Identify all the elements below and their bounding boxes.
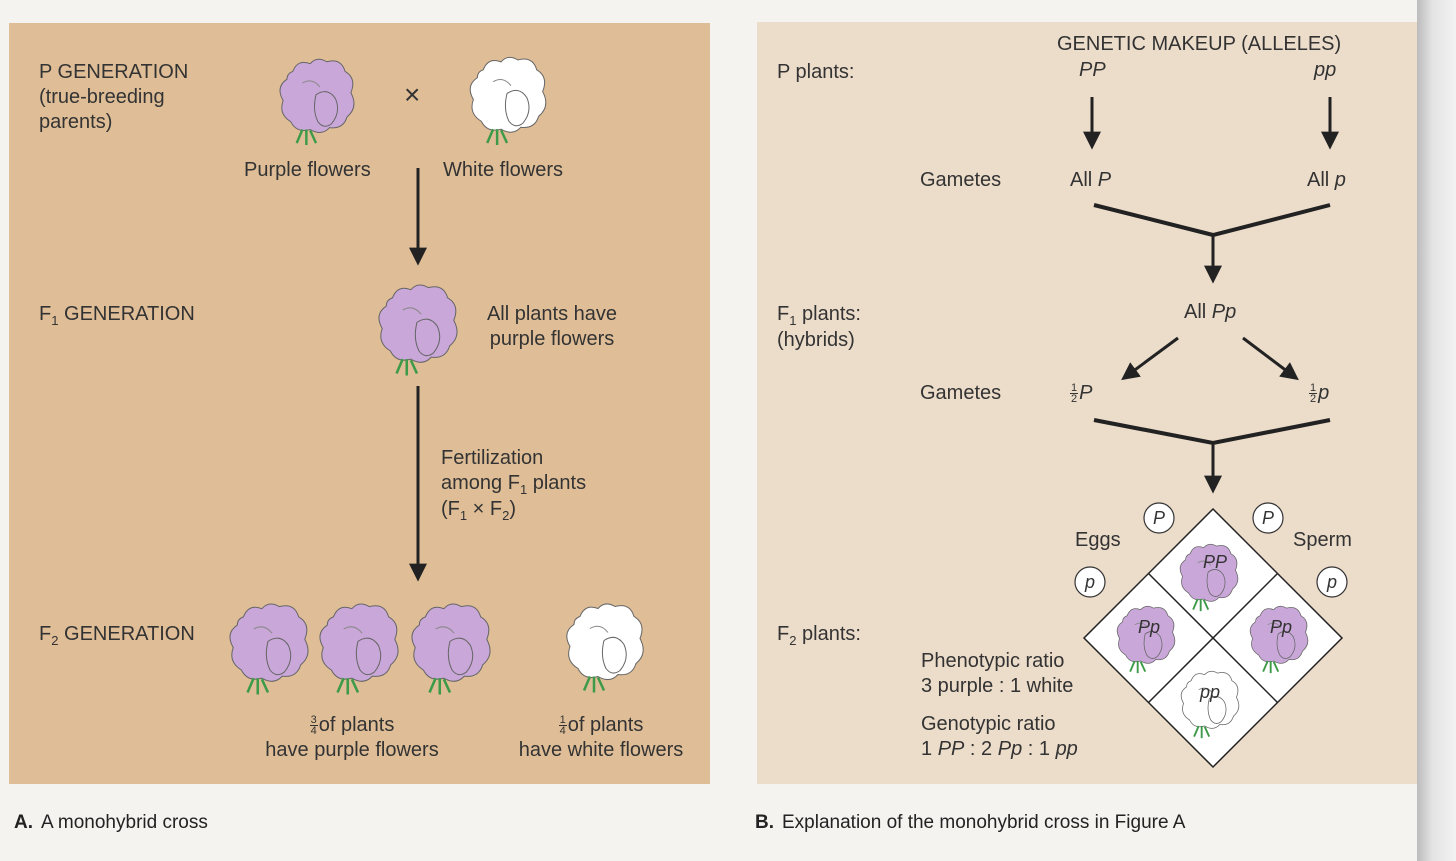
page-edge	[1417, 0, 1456, 861]
merge-lines-2	[1093, 418, 1331, 446]
merge-lines-1	[1093, 203, 1331, 238]
svg-text:P: P	[1262, 508, 1274, 528]
f2-white-flower-icon	[560, 598, 650, 694]
punnett-cell-bottom: pp	[1200, 682, 1221, 702]
punnett-cell-right: Pp	[1270, 617, 1293, 637]
purple-flower-icon	[272, 54, 362, 146]
f2-generation-label: F2 GENERATION	[39, 623, 195, 648]
genotypic-ratio: Genotypic ratio 1 PP : 2 Pp : 1 pp	[921, 713, 1078, 760]
egg-recessive-circle	[1074, 566, 1106, 598]
eggs-label: Eggs	[1075, 529, 1121, 551]
sperm-p-circle	[1252, 502, 1284, 534]
f2-purple-flower-2-icon	[313, 598, 405, 696]
f2-plants-label: F2 plants:	[777, 623, 861, 648]
svg-text:p: p	[1326, 572, 1337, 592]
all-pp-hybrids: All Pp	[1184, 301, 1237, 323]
caption-b: B.Explanation of the monohybrid cross in…	[755, 812, 1186, 833]
gametes-label-2: Gametes	[920, 382, 1002, 404]
all-p-recessive-gametes: All p	[1307, 169, 1346, 191]
f1-plants-label: F1 plants: (hybrids)	[777, 303, 861, 351]
caption-a: A.A monohybrid cross	[14, 812, 208, 833]
phenotypic-ratio: Phenotypic ratio 3 purple : 1 white	[921, 650, 1074, 697]
gametes-label-1: Gametes	[920, 169, 1002, 191]
egg-p-circle	[1143, 502, 1175, 534]
pp-recessive-genotype: pp	[1314, 59, 1337, 81]
punnett-cell-top: PP	[1203, 552, 1228, 572]
all-p-dominant-gametes: All P	[1070, 169, 1112, 191]
f1-purple-flower-icon	[372, 278, 464, 378]
punnett-square	[1082, 507, 1344, 769]
sperm-label: Sperm	[1293, 529, 1352, 551]
f2-purple-flower-3-icon	[405, 598, 497, 696]
pp-dominant-genotype: PP	[1079, 59, 1106, 81]
f2-purple-flower-1-icon	[223, 598, 315, 696]
f1-result-text: All plants have purple flowers	[486, 303, 618, 350]
purple-flowers-label: Purple flowers	[244, 159, 371, 181]
svg-text:P: P	[1153, 508, 1165, 528]
white-flower-icon	[463, 52, 553, 146]
p-generation-label: P GENERATION (true-breeding parents)	[39, 61, 189, 133]
p-plants-label: P plants:	[777, 61, 855, 83]
punnett-cell-left: Pp	[1138, 617, 1161, 637]
fertilization-text: Fertilization among F1 plants (F1 × F2)	[441, 447, 587, 523]
arrow-split-right	[1242, 336, 1299, 381]
arrow-split-left	[1121, 336, 1179, 381]
svg-text:p: p	[1084, 572, 1095, 592]
cross-symbol: ×	[404, 79, 421, 110]
f1-generation-label: F1 GENERATION	[39, 303, 195, 328]
sperm-recessive-circle	[1316, 566, 1348, 598]
white-flowers-label: White flowers	[443, 159, 564, 181]
genetic-makeup-header: GENETIC MAKEUP (ALLELES)	[1057, 33, 1342, 55]
